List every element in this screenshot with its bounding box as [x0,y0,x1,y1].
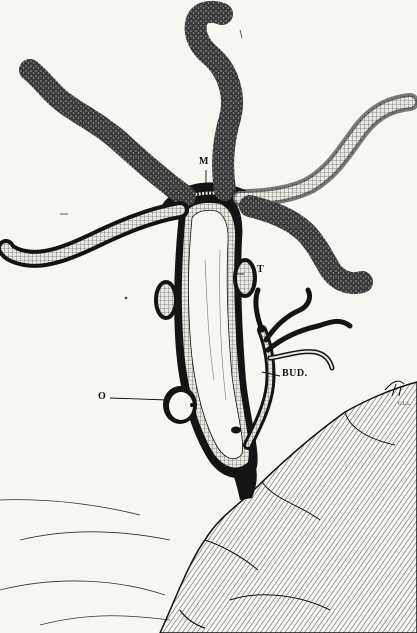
artist-signature: G.L.L. [398,402,411,407]
hydra-body-column [174,194,258,478]
left-bulge [156,282,176,318]
label-testis: T [257,264,264,275]
label-mouth: M [199,156,209,167]
label-bud: BUD. [282,368,308,379]
tentacle-right-lower [250,206,362,283]
ovary [163,386,197,424]
testis [235,260,255,296]
label-ovary: O [98,391,106,402]
